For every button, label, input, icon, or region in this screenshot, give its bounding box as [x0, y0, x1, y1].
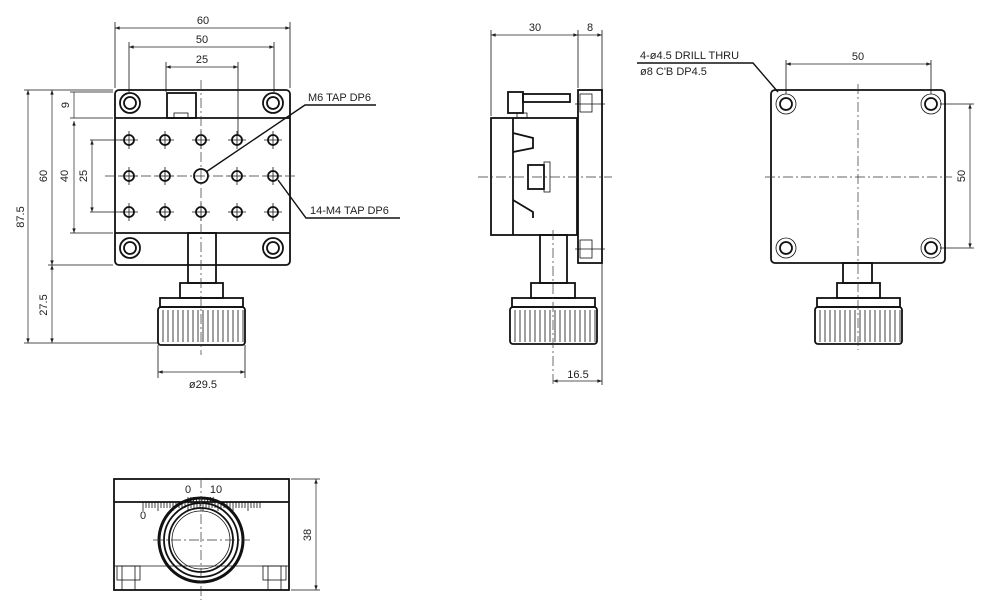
knob-knurl — [819, 310, 901, 342]
note-m4-tap: 14-M4 TAP DP6 — [310, 205, 389, 217]
note-drill-thru: 4-ø4.5 DRILL THRU — [640, 50, 739, 62]
shaft — [187, 232, 217, 284]
dim-plate-8: 8 — [587, 22, 593, 34]
dim-height-60: 60 — [38, 170, 50, 182]
knob-knurl — [162, 310, 244, 342]
side-view: 30 8 16.5 — [478, 22, 612, 385]
dim-knob-diameter: ø29.5 — [189, 379, 217, 391]
dim-width-60: 60 — [197, 15, 209, 27]
vernier-label-0: 0 — [140, 510, 146, 522]
mounting-holes — [119, 92, 284, 259]
lock-block — [166, 92, 197, 119]
dim-grid-40: 40 — [59, 170, 71, 182]
note-counterbore: ø8 C'B DP4.5 — [640, 66, 707, 78]
scale-label-10: 10 — [210, 484, 222, 496]
dim-top-9: 9 — [60, 102, 72, 108]
rear-view: 50 50 4-ø4.5 DRILL THRU ø8 C'B DP4.5 — [637, 50, 974, 350]
dim-grid-25: 25 — [78, 170, 90, 182]
dim-horizontal-50: 50 — [852, 51, 864, 63]
note-m6-tap: M6 TAP DP6 — [308, 92, 371, 104]
dim-vertical-50: 50 — [956, 170, 968, 182]
scale-label-0: 0 — [185, 484, 191, 496]
dim-body-30: 30 — [529, 22, 541, 34]
dim-height-38: 38 — [302, 529, 314, 541]
dim-holes-25: 25 — [196, 54, 208, 66]
front-view: 60 50 25 87.5 60 27.5 9 40 25 ø29.5 M6 T… — [15, 15, 400, 391]
bottom-view: 0 10 0 38 — [113, 478, 320, 600]
dim-holes-50: 50 — [196, 34, 208, 46]
dim-total-87-5: 87.5 — [15, 206, 27, 227]
dim-knob-27-5: 27.5 — [38, 294, 50, 315]
dim-knob-16-5: 16.5 — [567, 369, 588, 381]
knob-knurl — [514, 310, 596, 342]
knob — [157, 306, 246, 346]
